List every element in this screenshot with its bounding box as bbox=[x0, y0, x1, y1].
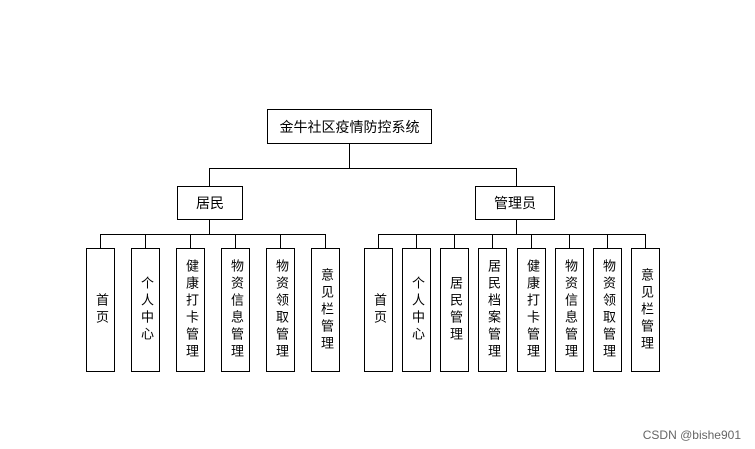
connector-admin-leaf bbox=[607, 234, 608, 248]
leaf-node-label: 个人中心 bbox=[409, 276, 424, 344]
connector-root-down bbox=[349, 144, 350, 168]
role-node-label: 居民 bbox=[196, 196, 224, 212]
role-node-resident: 居民 bbox=[177, 186, 243, 220]
leaf-node-resident-feedback: 意见栏管理 bbox=[311, 248, 340, 372]
leaf-node-label: 物资信息管理 bbox=[228, 259, 243, 361]
leaf-node-resident-health: 健康打卡管理 bbox=[176, 248, 205, 372]
connector-resident-horizontal bbox=[100, 234, 326, 235]
connector-admin-leaf bbox=[378, 234, 379, 248]
leaf-node-admin-residents: 居民管理 bbox=[440, 248, 469, 372]
leaf-node-resident-home: 首页 bbox=[86, 248, 115, 372]
leaf-node-admin-records: 居民档案管理 bbox=[478, 248, 507, 372]
connector-resident-leaf bbox=[100, 234, 101, 248]
connector-admin-leaf bbox=[569, 234, 570, 248]
leaf-node-label: 居民管理 bbox=[447, 276, 462, 344]
leaf-node-admin-profile: 个人中心 bbox=[402, 248, 431, 372]
connector-admin-horizontal bbox=[378, 234, 646, 235]
leaf-node-label: 健康打卡管理 bbox=[183, 259, 198, 361]
role-node-admin: 管理员 bbox=[475, 186, 555, 220]
connector-resident-leaf bbox=[145, 234, 146, 248]
connector-resident-leaf bbox=[325, 234, 326, 248]
leaf-node-label: 意见栏管理 bbox=[318, 267, 333, 353]
leaf-node-label: 意见栏管理 bbox=[638, 267, 653, 353]
leaf-node-resident-pickup: 物资领取管理 bbox=[266, 248, 295, 372]
leaf-node-resident-profile: 个人中心 bbox=[131, 248, 160, 372]
connector-admin-leaf bbox=[416, 234, 417, 248]
connector-resident-leaf bbox=[235, 234, 236, 248]
connector-resident-up bbox=[209, 168, 210, 186]
root-node: 金牛社区疫情防控系统 bbox=[267, 109, 432, 144]
connector-admin-down bbox=[516, 220, 517, 234]
connector-root-horizontal bbox=[209, 168, 517, 169]
leaf-node-admin-home: 首页 bbox=[364, 248, 393, 372]
leaf-node-admin-feedback: 意见栏管理 bbox=[631, 248, 660, 372]
connector-resident-down bbox=[209, 220, 210, 234]
leaf-node-admin-pickup: 物资领取管理 bbox=[593, 248, 622, 372]
leaf-node-label: 物资领取管理 bbox=[600, 259, 615, 361]
watermark: CSDN @bishe901 bbox=[642, 428, 741, 442]
role-node-label: 管理员 bbox=[494, 196, 536, 212]
connector-admin-leaf bbox=[531, 234, 532, 248]
connector-admin-leaf bbox=[645, 234, 646, 248]
connector-resident-leaf bbox=[280, 234, 281, 248]
leaf-node-label: 首页 bbox=[371, 293, 386, 327]
leaf-node-admin-health: 健康打卡管理 bbox=[517, 248, 546, 372]
leaf-node-label: 个人中心 bbox=[138, 276, 153, 344]
connector-admin-leaf bbox=[454, 234, 455, 248]
leaf-node-label: 物资信息管理 bbox=[562, 259, 577, 361]
connector-admin-up bbox=[516, 168, 517, 186]
leaf-node-admin-supplies: 物资信息管理 bbox=[555, 248, 584, 372]
leaf-node-label: 居民档案管理 bbox=[485, 259, 500, 361]
leaf-node-label: 健康打卡管理 bbox=[524, 259, 539, 361]
leaf-node-label: 物资领取管理 bbox=[273, 259, 288, 361]
root-node-label: 金牛社区疫情防控系统 bbox=[279, 119, 420, 136]
connector-admin-leaf bbox=[492, 234, 493, 248]
connector-resident-leaf bbox=[190, 234, 191, 248]
leaf-node-label: 首页 bbox=[93, 293, 108, 327]
leaf-node-resident-supplies: 物资信息管理 bbox=[221, 248, 250, 372]
